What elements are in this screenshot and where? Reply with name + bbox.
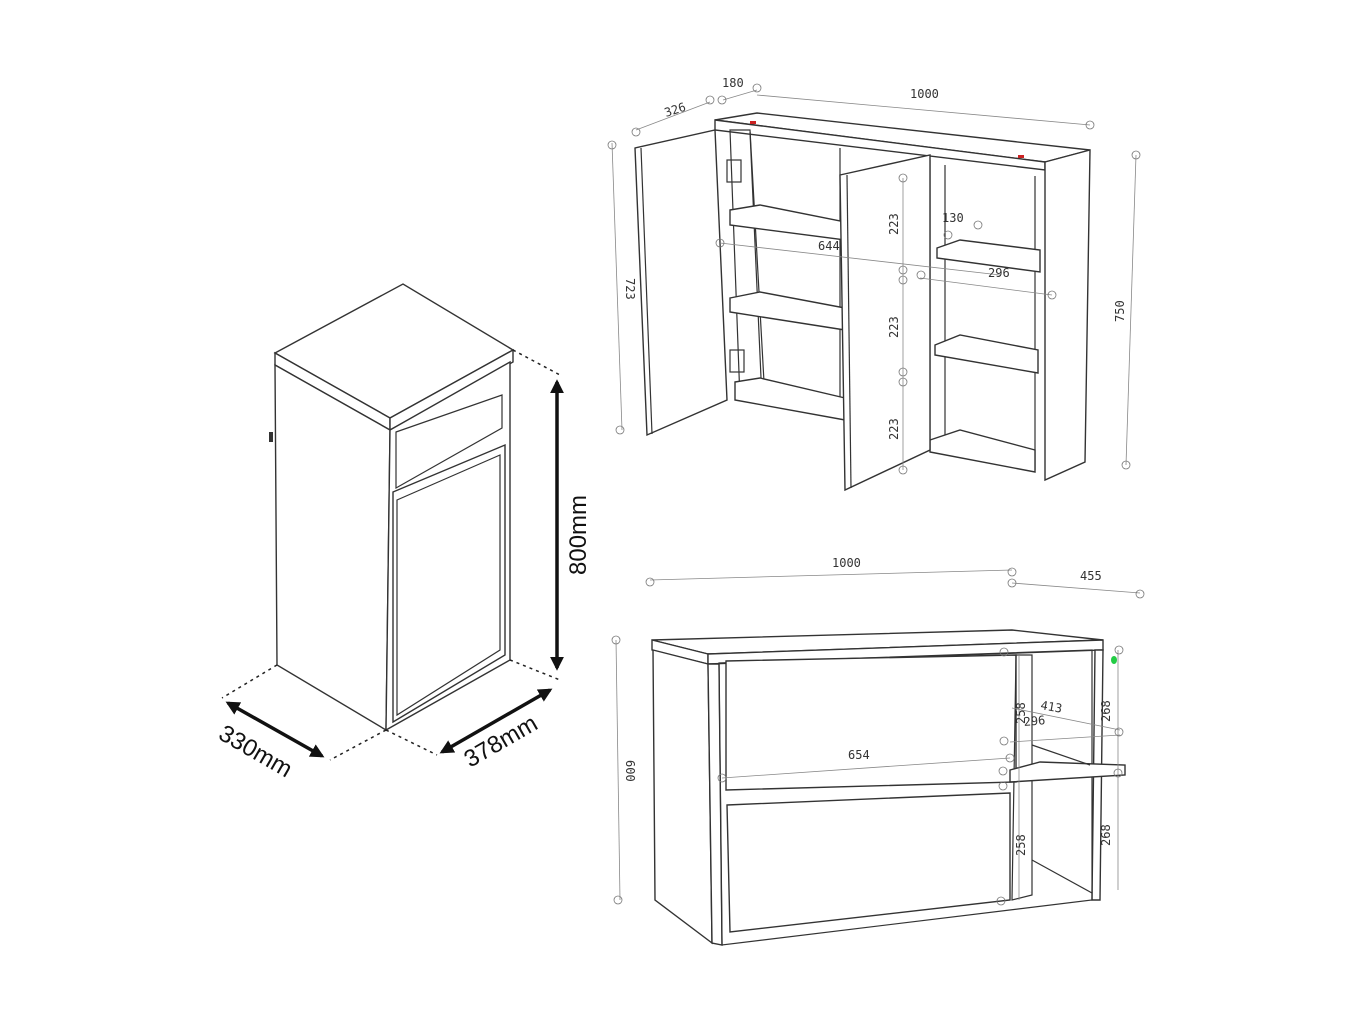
dim-height: 750 (1113, 300, 1127, 322)
dim-height: 600 (623, 760, 637, 782)
dim-drawer-height: 258 (1014, 702, 1028, 724)
dim-door-height: 723 (623, 278, 637, 300)
dim-niche-width: 296 (1023, 713, 1046, 729)
dim-niche-height: 268 (1099, 700, 1113, 722)
hinge-icon (729, 349, 745, 373)
dim-drawer-height: 258 (1014, 834, 1028, 856)
base-cabinet: 1000 455 600 654 258 258 268 268 413 296 (611, 556, 1145, 946)
dim-shelf-spacing: 223 (887, 213, 901, 235)
dim-shelf-spacing: 223 (887, 418, 901, 440)
dim-niche-depth: 413 (1039, 698, 1063, 716)
height-label: 800mm (565, 495, 592, 575)
dim-shelf-spacing: 223 (887, 316, 901, 338)
dim-shelf-right: 296 (988, 266, 1010, 280)
dim-drawer-width: 654 (848, 748, 870, 762)
wall-cabinet: 1000 180 326 723 750 644 296 130 223 223… (607, 76, 1141, 492)
depth-label: 330mm (214, 720, 297, 783)
dim-niche-height: 268 (1099, 824, 1113, 846)
hinge-icon (726, 159, 742, 183)
dim-width: 1000 (832, 556, 861, 570)
depth-arrow (225, 701, 325, 758)
marker-icon (750, 121, 756, 124)
handle-icon (269, 432, 273, 442)
dim-door-offset: 326 (663, 100, 688, 120)
dim-shelf-depth: 130 (942, 211, 964, 225)
width-arrow (439, 688, 553, 754)
dim-shelf-left: 644 (818, 239, 840, 253)
dim-depth: 180 (722, 76, 744, 90)
marker-icon (1018, 155, 1024, 158)
dim-width: 1000 (910, 87, 939, 101)
dim-depth: 455 (1080, 569, 1102, 583)
marker-icon (1111, 656, 1117, 664)
single-cabinet: 800mm 330mm 378mm (214, 283, 592, 783)
